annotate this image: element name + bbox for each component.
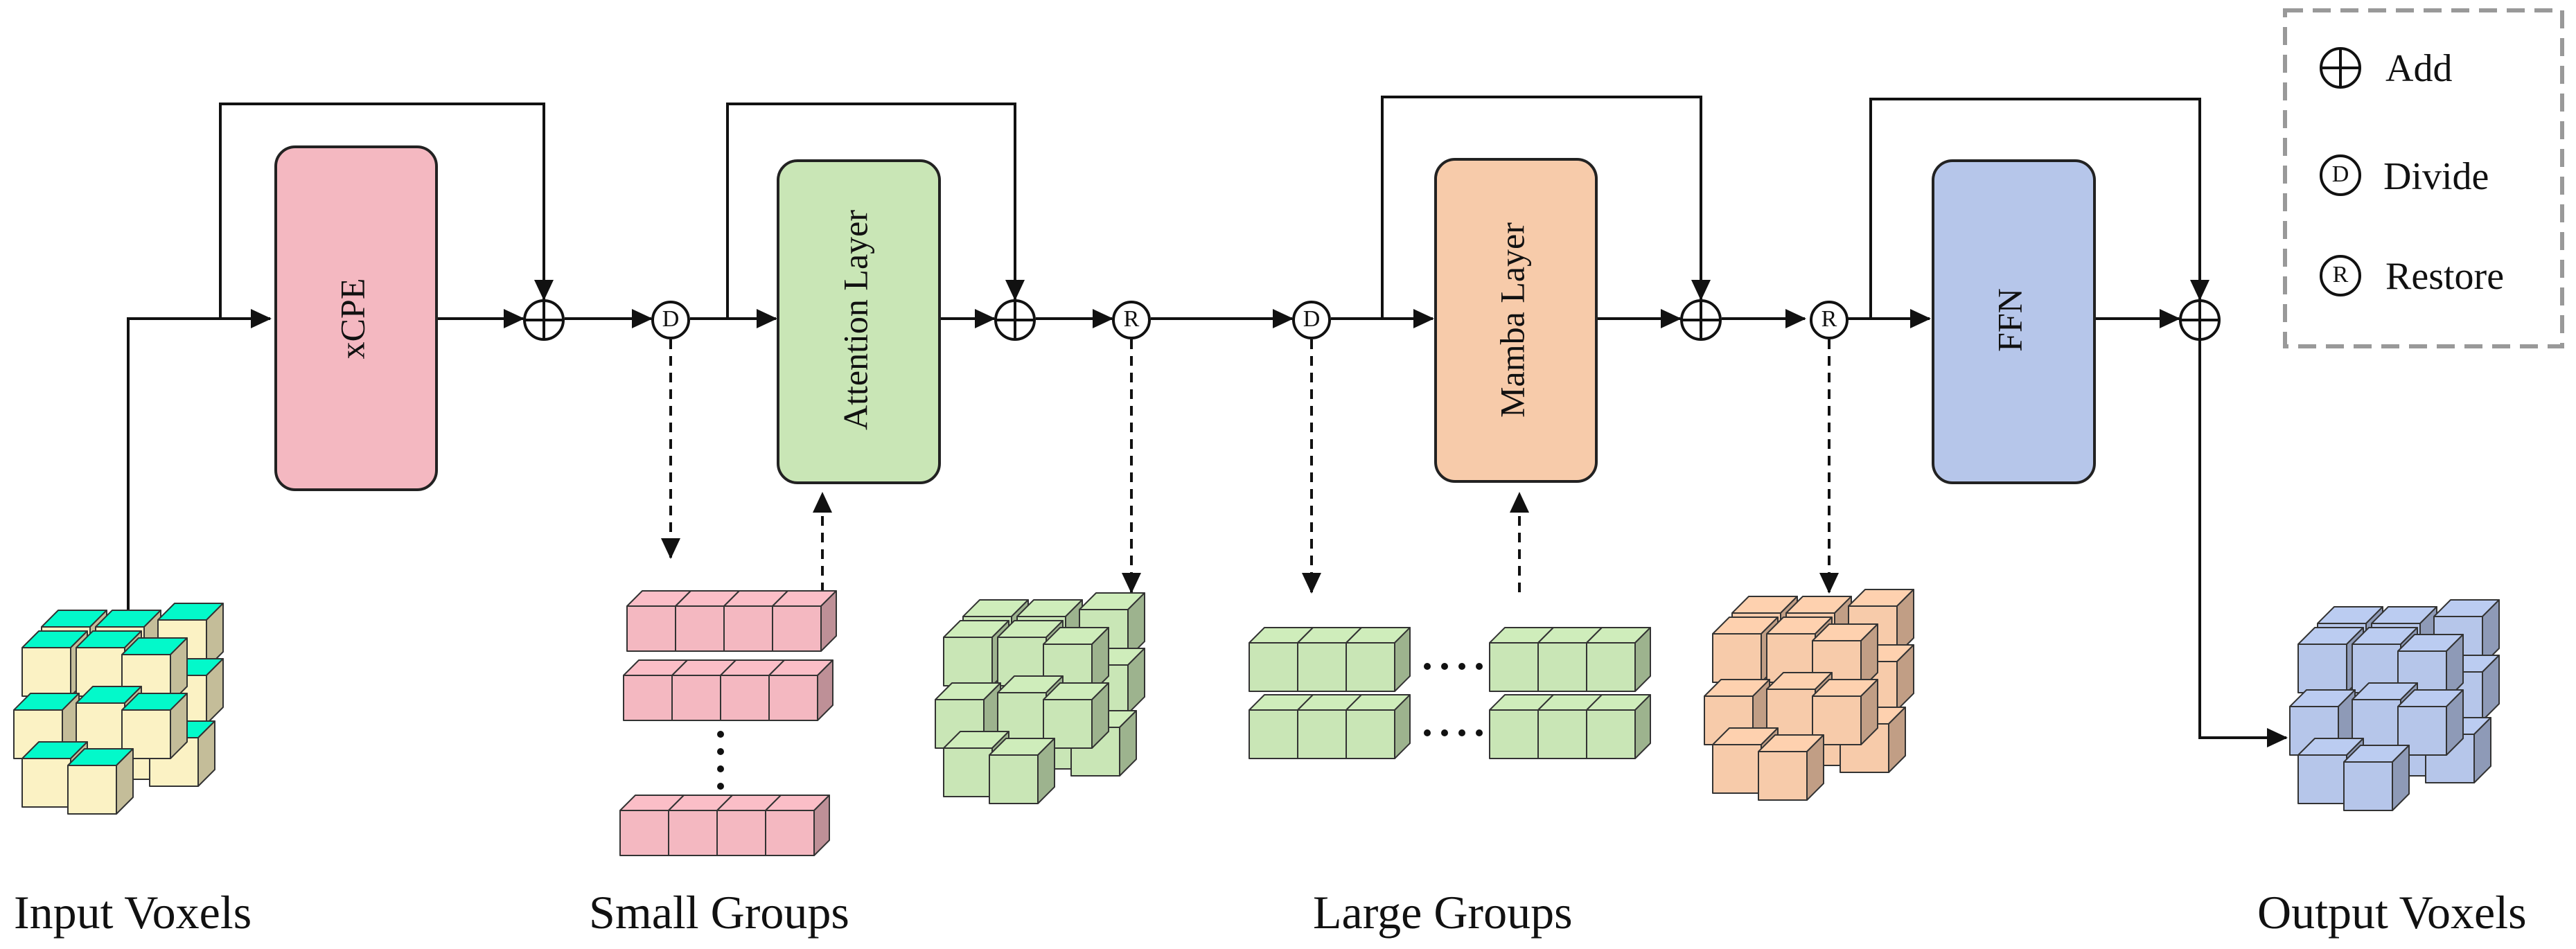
- voxel: [1812, 679, 1878, 745]
- ffn-rect: [1932, 159, 2096, 484]
- voxel: [2343, 745, 2410, 811]
- attention-label: Attention Layer: [836, 210, 874, 430]
- legend-add-icon: [2320, 47, 2361, 89]
- divide-letter-1: D: [662, 306, 680, 332]
- restore-letter-1: R: [1124, 306, 1140, 332]
- skip-ffn-arrow: [1869, 98, 2209, 319]
- small-groups-bars: [619, 590, 837, 856]
- voxel: [121, 693, 188, 759]
- legend-divide-label: Divide: [2383, 155, 2489, 198]
- small-group-bar: [619, 795, 830, 856]
- attention-layer-block: Attention Layer: [777, 159, 941, 484]
- large-group-bar: [1489, 627, 1651, 692]
- input-voxels-caption: Input Voxels: [14, 886, 252, 939]
- svg-text:R: R: [2333, 262, 2349, 287]
- restore-letter-2: R: [1821, 306, 1837, 332]
- skip-attention-arrow: [726, 103, 1025, 319]
- small-groups-ellipsis: [717, 731, 724, 790]
- legend-add-label: Add: [2385, 47, 2452, 90]
- add-to-output-arrow: [2198, 339, 2288, 747]
- add-operator-4: [2179, 299, 2221, 341]
- small-groups-caption: Small Groups: [589, 886, 849, 939]
- add-operator-2: [994, 299, 1036, 341]
- mamba-layer-block: Mamba Layer: [1434, 158, 1598, 483]
- skip-xcpe-arrow: [219, 103, 554, 319]
- attention-rect: [777, 159, 941, 484]
- add-operator-3: [1680, 299, 1722, 341]
- xcpe-rect: [274, 145, 438, 491]
- voxel: [2397, 689, 2464, 756]
- restore-operator-2: R: [1810, 301, 1849, 339]
- xcpe-block: xCPE: [274, 145, 438, 491]
- ffn-block: FFN: [1932, 159, 2096, 484]
- mamba-label: Mamba Layer: [1492, 222, 1531, 418]
- large-group-bar: [1249, 627, 1411, 692]
- skip-mamba-arrow: [1381, 96, 1711, 319]
- divide-operator-2: D: [1292, 301, 1331, 339]
- mamba-voxel-cube: [1704, 589, 1914, 801]
- large-group-bar: [1489, 694, 1651, 759]
- legend: Add D Divide R Restore: [2283, 8, 2564, 348]
- small-group-bar: [623, 659, 833, 721]
- legend-restore-icon: R: [2320, 255, 2361, 296]
- small-group-bar: [626, 590, 837, 652]
- voxel: [989, 738, 1055, 804]
- xcpe-label: xCPE: [333, 278, 371, 360]
- large-groups-ellipsis: [1424, 663, 1483, 736]
- voxel: [1043, 682, 1109, 749]
- divide-operator-1: D: [651, 301, 690, 339]
- mamba-rect: [1434, 158, 1598, 483]
- attention-voxel-cube: [935, 592, 1145, 804]
- large-groups-caption: Large Groups: [1313, 886, 1573, 939]
- svg-text:D: D: [2332, 161, 2349, 187]
- output-voxels-caption: Output Voxels: [2257, 886, 2527, 939]
- voxel: [1758, 734, 1824, 801]
- add-operator-1: [523, 299, 565, 341]
- connections: [127, 96, 2288, 747]
- output-voxel-cube: [2289, 599, 2500, 811]
- input-voxel-cube: [13, 603, 224, 815]
- large-group-bar: [1249, 694, 1411, 759]
- legend-divide-icon: D: [2320, 154, 2361, 196]
- ffn-label: FFN: [1990, 288, 2029, 352]
- input-to-xcpe-arrow: [127, 309, 272, 623]
- restore-operator-1: R: [1112, 301, 1151, 339]
- legend-restore-label: Restore: [2385, 255, 2504, 298]
- divide-letter-2: D: [1303, 306, 1321, 332]
- large-groups-bars: [1249, 627, 1651, 759]
- voxel: [67, 748, 134, 815]
